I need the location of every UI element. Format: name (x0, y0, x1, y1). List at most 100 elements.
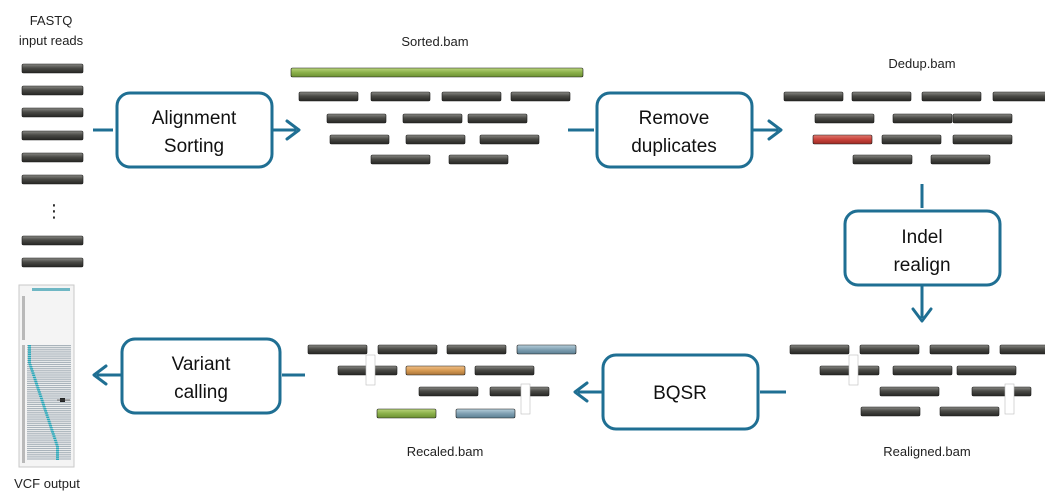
vcf-variant-mark (28, 345, 31, 347)
vcf-row (27, 403, 71, 405)
vcf-output-label: VCF output (14, 476, 80, 491)
vcf-row (27, 447, 71, 450)
dedup-bam-reads (783, 91, 1045, 165)
vcf-row (27, 361, 71, 363)
read (326, 113, 387, 124)
vcf-variant-mark (56, 454, 59, 456)
read (21, 257, 84, 268)
step-alignment-line1: Alignment (152, 108, 237, 129)
vcf-variant-mark (51, 433, 55, 435)
read (783, 91, 844, 102)
vcf-variant-mark (56, 445, 59, 448)
read (21, 85, 84, 96)
read (370, 91, 431, 102)
read (510, 91, 571, 102)
realign-gap (520, 383, 531, 415)
arrow-head-left (92, 364, 108, 386)
vcf-variant-mark (38, 393, 42, 395)
vcf-row (27, 450, 71, 452)
arrow-head-down (911, 307, 933, 323)
vcf-row (27, 414, 71, 416)
sorted-bam-label: Sorted.bam (401, 34, 468, 49)
vcf-row (27, 391, 71, 393)
vcf-variant-mark (28, 349, 31, 351)
vcf-row (27, 443, 71, 445)
vcf-variant-mark (39, 397, 43, 400)
vcf-variant-mark (56, 450, 59, 452)
read (405, 134, 466, 145)
read (21, 152, 84, 163)
vcf-row (27, 366, 71, 368)
read (952, 113, 1013, 124)
vcf-row (27, 382, 71, 384)
duplicate-read (812, 134, 873, 145)
vcf-variant-mark (52, 435, 56, 437)
read (860, 406, 921, 417)
vcf-row (27, 359, 71, 361)
read (971, 386, 1032, 397)
arrow-head-right (767, 119, 783, 141)
vcf-row (27, 426, 71, 429)
read (892, 113, 953, 124)
vcf-variant-mark (33, 378, 37, 381)
read (999, 344, 1045, 355)
read (881, 134, 942, 145)
vcf-row (27, 433, 71, 435)
read (929, 344, 990, 355)
vcf-row (27, 405, 71, 408)
vcf-variant-mark (44, 410, 48, 412)
vcf-variant-mark (28, 361, 31, 364)
vcf-row (27, 445, 71, 447)
arrow-head-left (573, 381, 589, 403)
vcf-variant-mark (28, 363, 32, 366)
vcf-variant-mark (28, 355, 31, 358)
vcf-variant-mark (43, 408, 47, 410)
vcf-row (27, 355, 71, 357)
arrow-head-right (285, 119, 301, 141)
recaled-bam-reads (307, 344, 577, 419)
read (370, 154, 431, 165)
vcf-row (27, 349, 71, 351)
vcf-variant-mark (40, 399, 44, 402)
vcf-variant-mark (49, 424, 52, 427)
read (448, 154, 509, 165)
vcf-row (27, 357, 71, 359)
vcf-variant-mark (46, 416, 50, 418)
vcf-variant-mark (34, 380, 38, 383)
recalibrated-read (405, 365, 466, 376)
vcf-row (27, 408, 71, 410)
step-alignment-sorting: Alignment Sorting (115, 91, 274, 169)
read (892, 365, 953, 376)
read (489, 386, 550, 397)
step-indel-realign: Indel realign (843, 209, 1002, 287)
fastq-reads (21, 63, 84, 268)
step-remove-duplicates-line1: Remove (639, 108, 710, 129)
vcf-variant-mark (47, 420, 51, 423)
read (939, 406, 1000, 417)
step-remove-duplicates: Remove duplicates (595, 91, 754, 169)
vcf-variant-mark (36, 387, 40, 389)
vcf-row (27, 345, 71, 347)
vcf-row (27, 454, 71, 456)
dedup-bam-label: Dedup.bam (888, 56, 955, 71)
vcf-variant-mark (54, 441, 58, 444)
read (21, 235, 84, 246)
vcf-variant-mark (42, 403, 45, 406)
vcf-row (27, 384, 71, 387)
recalibrated-read (455, 408, 516, 419)
vcf-variant-mark (28, 351, 31, 353)
read (930, 154, 991, 165)
vcf-variant-mark (56, 456, 59, 458)
read (852, 154, 913, 165)
vcf-row (27, 370, 71, 372)
vcf-row (27, 412, 71, 414)
read (952, 134, 1013, 145)
vcf-row (27, 437, 71, 439)
read (21, 63, 84, 74)
vcf-row (27, 376, 71, 378)
step-alignment-line2: Sorting (164, 136, 224, 157)
vcf-row (27, 395, 71, 397)
recaled-bam-label: Recaled.bam (407, 444, 484, 459)
vcf-row (27, 456, 71, 458)
vcf-row (27, 389, 71, 391)
